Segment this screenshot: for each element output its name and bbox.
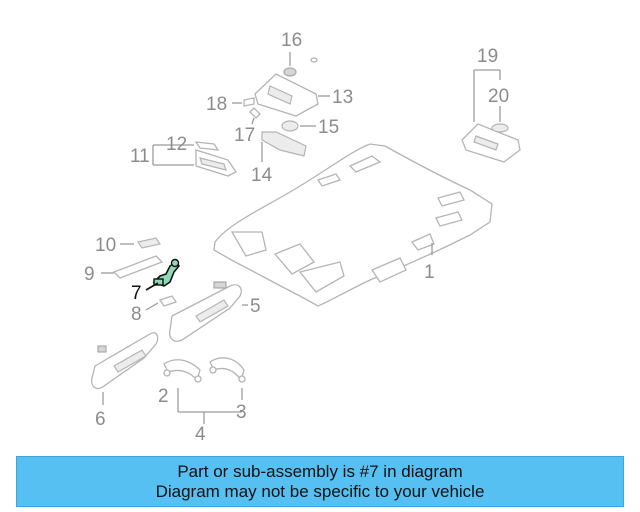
callout-6[interactable]: 6 <box>95 409 106 430</box>
dome-lamp-bulb[interactable] <box>491 123 509 133</box>
callout-11[interactable]: 11 <box>130 146 150 167</box>
part-15-bulb[interactable] <box>281 120 299 132</box>
part-8-clip[interactable] <box>158 295 178 307</box>
banner-line-2: Diagram may not be specific to your vehi… <box>155 481 485 501</box>
map-lamp-lens[interactable] <box>194 141 220 151</box>
leader-line-8 <box>145 302 159 311</box>
callout-2[interactable]: 2 <box>158 386 169 407</box>
callout-9[interactable]: 9 <box>84 264 95 285</box>
parts-diagram: 1 2 3 4 5 6 7 8 <box>84 30 521 445</box>
part-14-cover[interactable] <box>261 131 307 157</box>
callout-4[interactable]: 4 <box>195 424 206 445</box>
callout-12[interactable]: 12 <box>166 134 187 155</box>
leader-lines-2-3-4 <box>177 388 243 424</box>
callout-20[interactable]: 20 <box>488 86 509 107</box>
callout-13[interactable]: 13 <box>332 87 353 108</box>
callout-14[interactable]: 14 <box>251 165 273 186</box>
callout-10[interactable]: 10 <box>95 235 116 256</box>
assist-grip-left[interactable] <box>163 359 202 383</box>
callout-7[interactable]: 7 <box>131 283 142 304</box>
callout-8[interactable]: 8 <box>131 304 142 325</box>
callout-1[interactable]: 1 <box>424 262 435 283</box>
callout-5[interactable]: 5 <box>250 296 261 317</box>
part-18-clip[interactable] <box>243 97 255 107</box>
sun-visor-left[interactable] <box>90 332 159 390</box>
callout-18[interactable]: 18 <box>206 94 227 115</box>
banner-line-1: Part or sub-assembly is #7 in diagram <box>177 461 463 481</box>
leader-line-7 <box>145 282 159 291</box>
part-9-holder[interactable] <box>112 255 164 279</box>
callout-19[interactable]: 19 <box>477 46 498 67</box>
callout-17[interactable]: 17 <box>234 125 255 146</box>
assist-grip-right[interactable] <box>209 357 246 383</box>
sun-visor-right[interactable] <box>168 281 242 342</box>
part-16-knob[interactable] <box>283 57 318 77</box>
dome-lamp-assembly[interactable] <box>461 123 521 163</box>
headliner-part[interactable] <box>213 143 493 307</box>
leader-line-17 <box>251 117 255 125</box>
highlighted-part-7[interactable] <box>152 258 181 287</box>
info-banner: Part or sub-assembly is #7 in diagram Di… <box>16 456 624 507</box>
callout-16[interactable]: 16 <box>281 30 302 51</box>
leader-lines-19-20 <box>473 69 501 122</box>
callout-15[interactable]: 15 <box>318 117 339 138</box>
overhead-console[interactable] <box>254 73 319 117</box>
part-10-bracket[interactable] <box>137 237 161 249</box>
part-17-screw[interactable] <box>249 107 261 119</box>
callout-3[interactable]: 3 <box>236 402 247 423</box>
map-lamp-assembly[interactable] <box>195 149 237 177</box>
leader-lines-11-12 <box>152 144 194 166</box>
